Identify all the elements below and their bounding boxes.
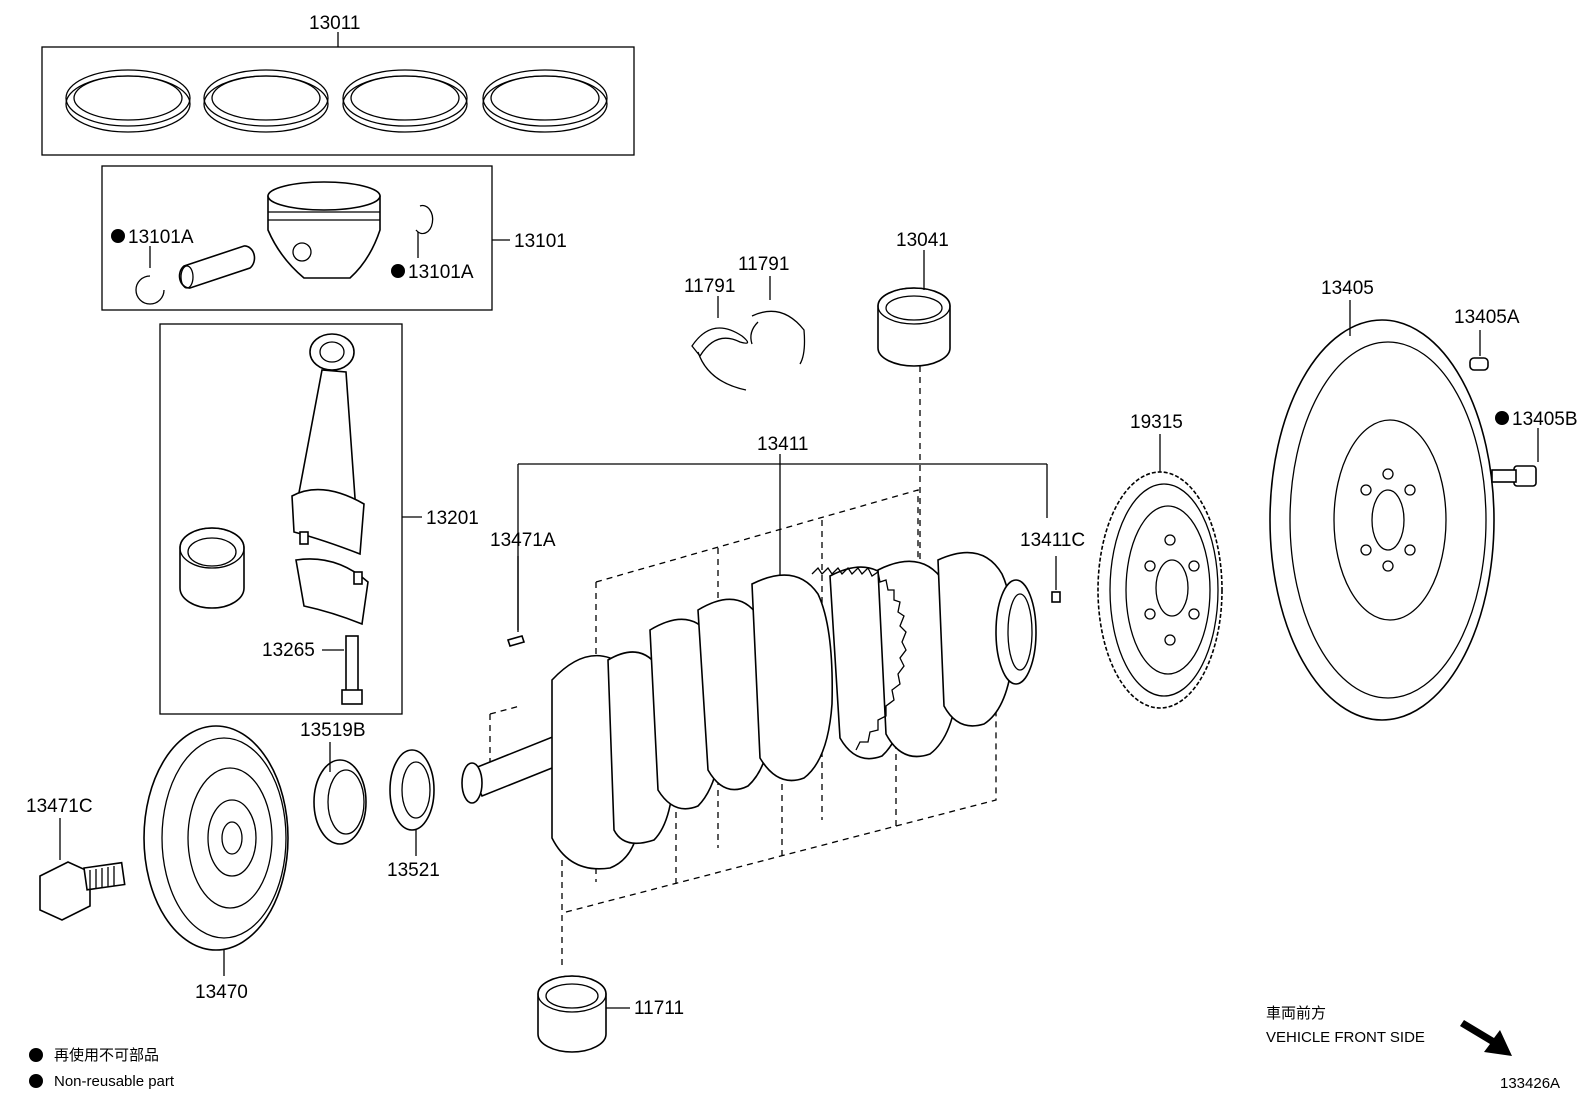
piston-ring-set [41,32,635,156]
label-11791-left: 11791 [684,276,735,297]
crankshaft-pulley [143,725,289,976]
crankshaft-position-sensor-plate [1097,434,1223,709]
label-13201: 13201 [426,508,479,529]
crankshaft [461,454,1061,970]
label-13470: 13470 [195,982,248,1003]
label-11791-right: 11791 [738,254,789,275]
vehicle-front-arrow-icon [1460,1020,1512,1056]
orientation-en: VEHICLE FRONT SIDE [1266,1029,1425,1046]
connecting-rod-assembly [159,323,422,715]
flywheel-dowel [1469,330,1489,371]
crankshaft-bearing-upper [877,250,951,560]
non-reusable-mark-icon [1495,411,1509,425]
non-reusable-mark-icon [391,264,405,278]
label-13519B: 13519B [300,720,366,741]
legend-bullet-icon [29,1048,43,1062]
label-13411: 13411 [757,434,808,455]
label-13521: 13521 [387,860,440,881]
label-13265: 13265 [262,640,315,661]
crank-sprocket [389,749,435,856]
illustration-number: 133426A [1500,1075,1560,1092]
label-13471C: 13471C [26,796,93,817]
piston-assembly [101,165,510,311]
label-11711: 11711 [634,998,684,1019]
label-13411C: 13411C [1020,530,1085,551]
label-13471A: 13471A [490,530,556,551]
flywheel [1269,300,1495,721]
crankshaft-bearing-lower [537,975,630,1053]
flywheel-bolt [1491,428,1539,487]
label-13405B: 13405B [1512,409,1578,430]
legend-jp: 再使用不可部品 [54,1046,159,1064]
label-13405A: 13405A [1454,307,1520,328]
crank-timing-gear [313,742,367,845]
legend-bullet-icon [29,1074,43,1088]
label-13011: 13011 [309,13,360,34]
pulley-bolt [39,818,126,921]
label-13041: 13041 [896,230,949,251]
non-reusable-mark-icon [111,229,125,243]
label-13405: 13405 [1321,278,1374,299]
label-13101: 13101 [514,231,567,252]
label-13101A-right: 13101A [408,262,474,283]
label-13101A-left: 13101A [128,227,194,248]
legend-en: Non-reusable part [54,1073,175,1090]
thrust-washers [691,276,806,391]
label-19315: 19315 [1130,412,1183,433]
orientation-jp: 車両前方 [1266,1004,1326,1022]
